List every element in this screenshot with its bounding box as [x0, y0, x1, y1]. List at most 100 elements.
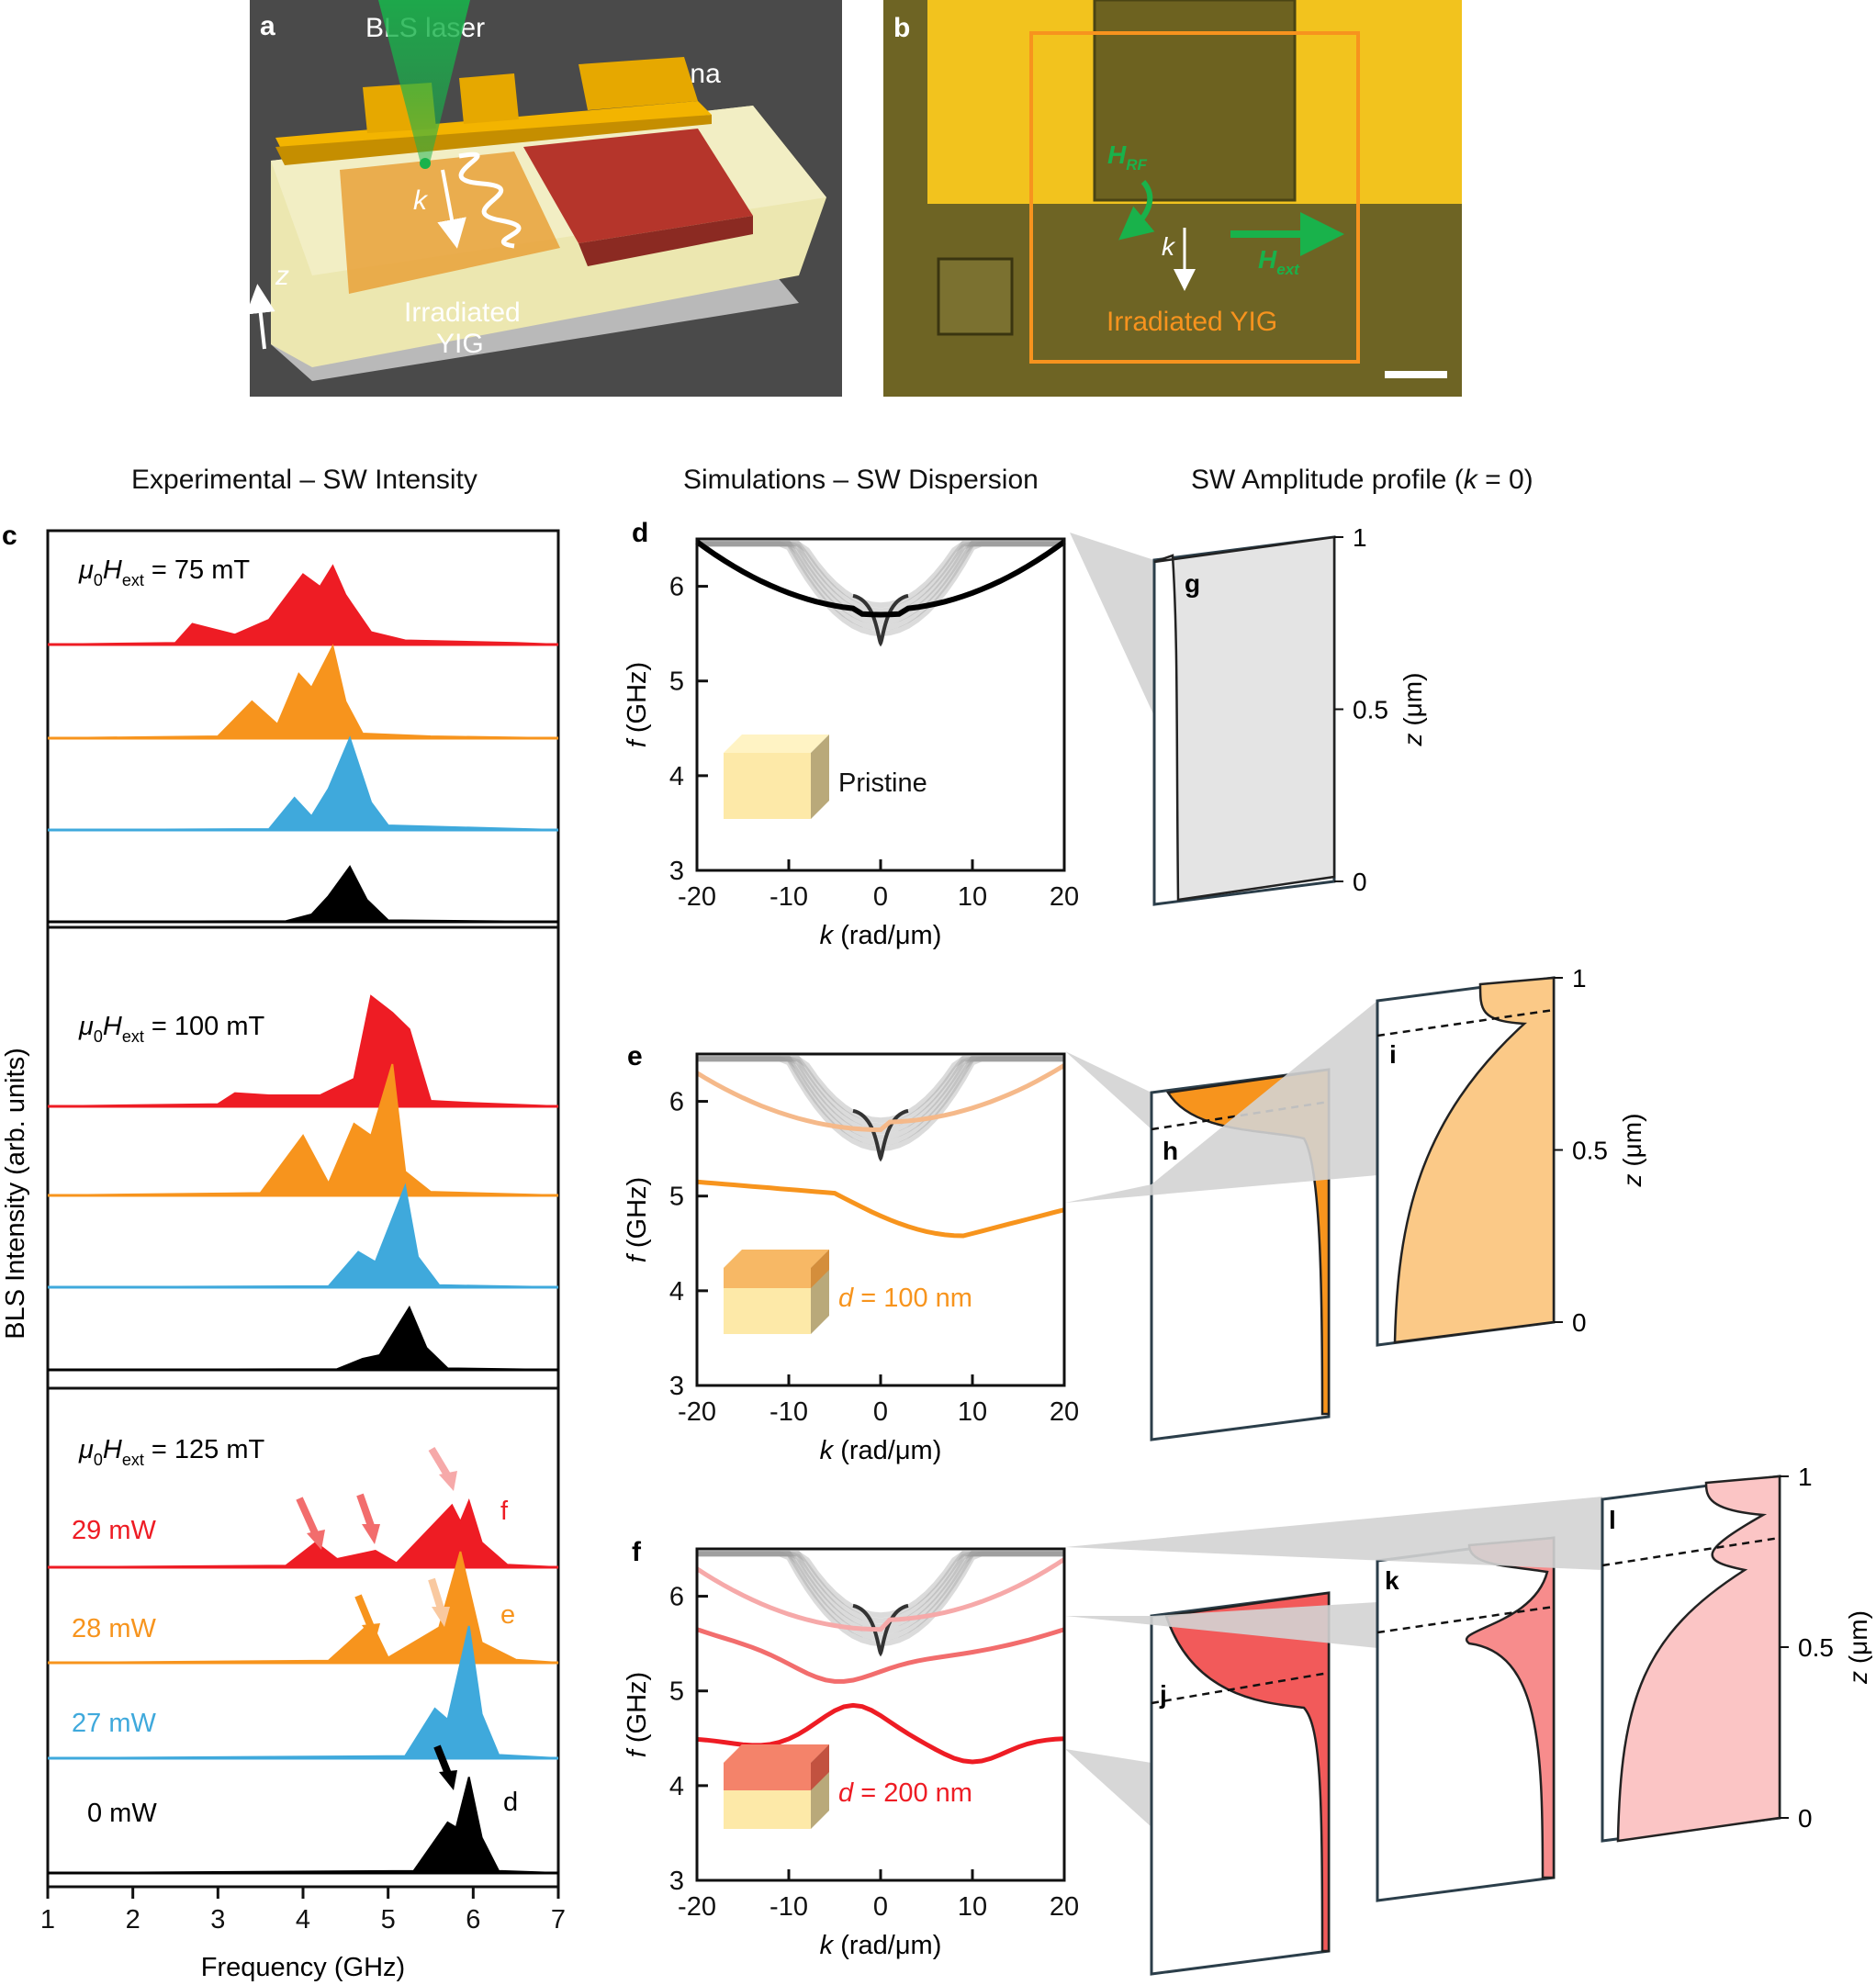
- x-tick-label: -20: [678, 882, 716, 912]
- profile-letter: l: [1609, 1506, 1616, 1534]
- profile-letter: j: [1159, 1680, 1167, 1709]
- y-tick-label: 3: [669, 857, 684, 886]
- z-label: z: [275, 261, 289, 291]
- gap-region: [1095, 0, 1295, 200]
- dispersion-band: [697, 1056, 1064, 1140]
- y-tick-label: 3: [669, 1372, 684, 1401]
- dispersion-curve-upper: [695, 1063, 1066, 1133]
- x-tick-label: -20: [678, 1892, 716, 1922]
- dispersion-band: [697, 541, 1064, 637]
- k-arrow-icon: [437, 169, 466, 249]
- yig-label: YIG: [436, 329, 484, 359]
- x-tick-label: -20: [678, 1397, 716, 1427]
- tag-f: f: [500, 1497, 509, 1526]
- x-tick-label: 0: [873, 1892, 888, 1922]
- irradiated-box: [1029, 31, 1360, 364]
- z-arrow-icon: [245, 284, 275, 350]
- power-28: 28 mW: [72, 1614, 156, 1643]
- hrf-arrow-icon: [1118, 180, 1155, 241]
- profile-tick: 0: [1798, 1804, 1813, 1833]
- profile-tick: 1: [1798, 1463, 1813, 1491]
- dispersion-curve-lower: [696, 1179, 1065, 1239]
- k-label: k: [413, 185, 429, 216]
- panel-d-letter: d: [632, 518, 648, 548]
- irradiated-label: Irradiated: [404, 297, 521, 328]
- power-27: 27 mW: [72, 1709, 156, 1738]
- panel-c: c BLS Intensity (arb. units) Frequency (…: [1, 521, 566, 1982]
- dispersion-band: [697, 1056, 1064, 1124]
- connector-band: [1065, 1051, 1151, 1129]
- arrow-red-2-icon: [356, 1493, 375, 1528]
- interface-line: [1151, 1100, 1330, 1131]
- trace-area: [47, 644, 559, 739]
- y-tick-label: 4: [669, 1277, 684, 1307]
- profile-tick: 0: [1353, 868, 1367, 896]
- scale-bar: [1385, 371, 1447, 378]
- profile-tick: 0.5: [1353, 696, 1388, 724]
- panel-a-letter: a: [260, 11, 275, 41]
- header-simulations: Simulations – SW Dispersion: [683, 465, 1039, 495]
- profile-tick: 0.5: [1798, 1633, 1834, 1662]
- y-tick-label: 6: [669, 1583, 684, 1612]
- c-xtick-label: 3: [210, 1905, 225, 1935]
- profile-fill: [1616, 1475, 1781, 1843]
- panel-b: b HRF k Hext Irradiated YIG: [883, 0, 1462, 397]
- trace-area: [47, 564, 559, 645]
- profile-fill: [1466, 1536, 1556, 1879]
- marker-square: [937, 257, 1014, 336]
- profile-zlabel: z (μm): [1399, 673, 1427, 747]
- profile-letter: k: [1385, 1566, 1399, 1595]
- laser-beam: [378, 0, 470, 163]
- profile-k: k: [1065, 1536, 1556, 1902]
- legend-text: Pristine: [838, 768, 927, 798]
- connector-band: [1070, 533, 1154, 716]
- dispersion-curve-1: [695, 1557, 1066, 1632]
- hext-label: Hext: [1258, 245, 1300, 278]
- x-tick-label: -10: [769, 1892, 808, 1922]
- dispersion-ylabel: f (GHz): [623, 662, 652, 747]
- peak-arrows: [296, 1446, 457, 1790]
- profile-tick: 0: [1572, 1308, 1587, 1337]
- trace-area: [47, 1305, 559, 1371]
- arrow-black-icon: [433, 1744, 452, 1776]
- field-label-75: μ0Hext = 75 mT: [78, 555, 250, 589]
- tag-e: e: [500, 1600, 515, 1630]
- profile-zlabel: z (μm): [1618, 1114, 1646, 1188]
- profile-letter: g: [1185, 569, 1200, 598]
- panel-e-letter: e: [627, 1041, 643, 1071]
- dispersion-xlabel: k (rad/μm): [820, 921, 942, 950]
- c-xtick-label: 6: [466, 1905, 480, 1935]
- profile-tick: 1: [1353, 523, 1367, 552]
- dispersion-band: [697, 541, 1064, 609]
- arrow-orange-icon: [354, 1594, 375, 1629]
- c-xtick-label: 7: [551, 1905, 566, 1935]
- profile-j: j: [1065, 1591, 1331, 1976]
- block-icon: [724, 735, 829, 753]
- arrow-red-1-icon: [296, 1497, 320, 1537]
- interface-line: [1601, 1536, 1781, 1567]
- trace-area: [47, 1063, 559, 1196]
- y-tick-label: 5: [669, 667, 684, 697]
- dispersion-band: [697, 1551, 1064, 1647]
- arrow-pink-icon: [428, 1446, 452, 1479]
- y-tick-label: 6: [669, 573, 684, 602]
- profile-letter: i: [1389, 1040, 1397, 1069]
- profile-fill: [1393, 976, 1556, 1344]
- connector-band: [1065, 1497, 1602, 1570]
- dispersion-band: [697, 1551, 1064, 1624]
- c-xtick-label: 2: [126, 1905, 140, 1935]
- panel-c-ylabel: BLS Intensity (arb. units): [1, 1048, 30, 1340]
- field-label-125: μ0Hext = 125 mT: [78, 1435, 265, 1469]
- x-tick-label: 20: [1050, 1397, 1079, 1427]
- y-tick-label: 5: [669, 1183, 684, 1212]
- y-tick-label: 4: [669, 1772, 684, 1801]
- field-label-100: μ0Hext = 100 mT: [78, 1012, 265, 1046]
- interface-line: [1151, 1671, 1330, 1705]
- power-0: 0 mW: [87, 1799, 157, 1828]
- connector-band: [1065, 1602, 1377, 1648]
- panel-c-letter: c: [2, 521, 17, 551]
